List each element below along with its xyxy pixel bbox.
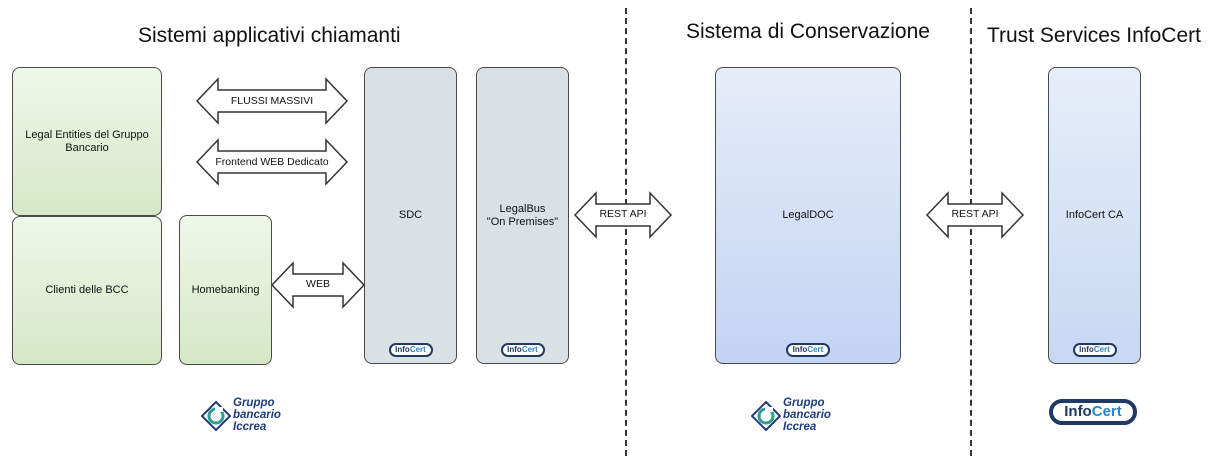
legal-entities-label: Legal Entities del Gruppo Bancario [25,128,149,154]
infocert-logo: InfoCert [1049,399,1137,425]
iccrea-logo-icon [201,401,231,431]
infocert-ca-label: InfoCert CA [1065,209,1124,221]
rest-api-left-label: REST API [599,208,647,220]
clienti-bcc-box: Clienti delle BCC [12,216,162,365]
legaldoc-label: LegalDOC [782,209,834,221]
title-calling-systems: Sistemi applicativi chiamanti [138,24,401,47]
sdc-box: SDC InfoCert [364,67,457,364]
gruppo-bancario-iccrea-logo: Gruppo bancario Iccrea [201,396,311,438]
iccrea-logo-text: Gruppo bancario Iccrea [783,397,831,433]
title-conservation-system: Sistema di Conservazione [686,20,930,43]
legalbus-box: LegalBus "On Premises" InfoCert [476,67,569,364]
divider-right [970,8,972,456]
rest-api-right-arrow [925,191,1025,239]
legalbus-label: LegalBus "On Premises" [486,202,559,228]
infocert-badge: InfoCert [1072,343,1117,357]
clienti-bcc-label: Clienti delle BCC [45,284,129,296]
iccrea-logo-text: Gruppo bancario Iccrea [233,397,281,433]
infocert-badge: InfoCert [786,343,830,357]
flussi-massivi-label: FLUSSI MASSIVI [230,95,314,107]
legal-entities-box: Legal Entities del Gruppo Bancario [12,67,162,216]
divider-left [625,8,627,456]
frontend-web-label: Frontend WEB Dedicato [215,156,329,168]
flussi-massivi-arrow [195,77,349,125]
web-label: WEB [306,278,330,290]
homebanking-label: Homebanking [191,283,260,296]
homebanking-box: Homebanking [179,215,272,365]
title-trust-services: Trust Services InfoCert [987,24,1201,47]
rest-api-right-label: REST API [951,208,999,220]
infocert-ca-box: InfoCert CA InfoCert [1048,67,1141,364]
legaldoc-box: LegalDOC InfoCert [715,67,901,364]
frontend-web-arrow [195,138,349,186]
iccrea-logo-icon [751,401,781,431]
sdc-label: SDC [398,209,423,221]
infocert-badge: InfoCert [388,343,433,357]
infocert-badge: InfoCert [500,343,545,357]
rest-api-left-arrow [573,191,673,239]
gruppo-bancario-iccrea-logo: Gruppo bancario Iccrea [751,396,861,438]
web-arrow [270,261,366,309]
